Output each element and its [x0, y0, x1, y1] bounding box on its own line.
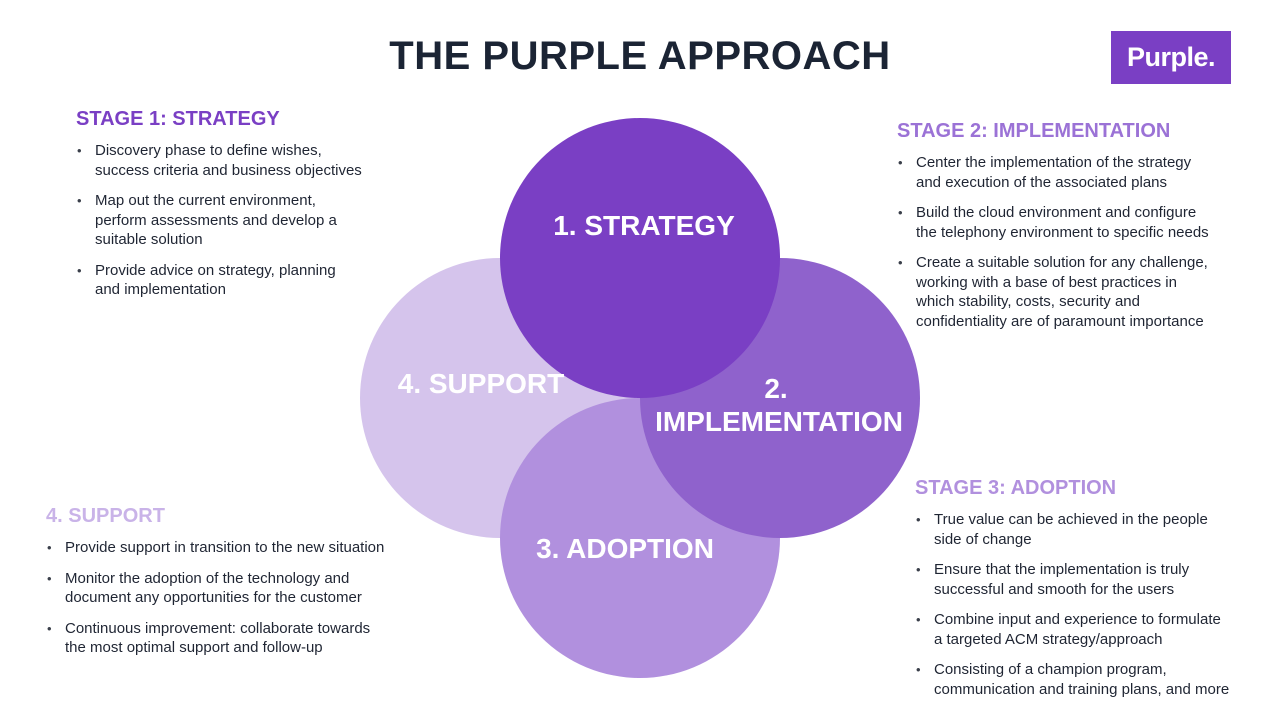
stage-bullets: Provide support in transition to the new…	[46, 538, 426, 658]
bullet-item: Map out the current environment, perform …	[76, 191, 406, 250]
stage-heading: STAGE 2: IMPLEMENTATION	[897, 120, 1171, 142]
bullet-item: Ensure that the implementation is truly s…	[915, 560, 1265, 599]
stage-heading: STAGE 3: ADOPTION	[915, 477, 1117, 499]
page-title: THE PURPLE APPROACH	[389, 34, 891, 78]
strategy-circle-label: 1. STRATEGY	[553, 210, 735, 241]
bullet-line: Build the cloud environment and configur…	[916, 204, 1197, 221]
stage-2-implementation-panel: STAGE 2: IMPLEMENTATION Center the imple…	[897, 120, 1257, 342]
bullet-item: Create a suitable solution for any chall…	[897, 253, 1257, 331]
stage-bullets: Discovery phase to define wishes, success…	[76, 141, 406, 300]
bullet-item: Monitor the adoption of the technology a…	[46, 569, 426, 608]
bullet-item: Build the cloud environment and configur…	[897, 203, 1257, 242]
bullet-line: the telephony environment to specific ne…	[916, 223, 1209, 241]
bullet-item: Consisting of a champion program, communi…	[915, 660, 1265, 699]
stage-3-adoption-panel: STAGE 3: ADOPTION True value can be achi…	[915, 477, 1265, 710]
stage-4-support-panel: 4. SUPPORT Provide support in transition…	[46, 505, 426, 669]
implementation-circle-label-line2: IMPLEMENTATION	[655, 406, 903, 437]
adoption-circle-label: 3. ADOPTION	[536, 533, 714, 564]
stage-heading: 4. SUPPORT	[46, 505, 165, 527]
bullet-line: Provide advice on strategy, planning	[95, 261, 336, 279]
support-circle-label: 4. SUPPORT	[398, 368, 564, 399]
bullet-line: suitable solution	[95, 231, 203, 248]
stage-1-strategy-panel: STAGE 1: STRATEGY Discovery phase to def…	[76, 108, 406, 311]
bullet-line: Discovery phase to define wishes,	[95, 142, 322, 159]
bullet-line: perform assessments and develop a	[95, 211, 337, 229]
implementation-circle-label-line1: 2.	[764, 373, 787, 404]
bullet-line: True value can be achieved in the people	[934, 511, 1208, 528]
bullet-line: which stability, costs, security and	[916, 293, 1140, 310]
bullet-line: the most optimal support and follow-up	[65, 639, 323, 656]
bullet-line: document any opportunities for the custo…	[65, 589, 362, 606]
bullet-line: side of change	[934, 530, 1032, 548]
bullet-line: success criteria and business objectives	[95, 161, 362, 179]
bullet-line: a targeted ACM strategy/approach	[934, 630, 1163, 648]
bullet-line: successful and smooth for the users	[934, 580, 1175, 598]
bullet-item: Combine input and experience to formulat…	[915, 610, 1265, 649]
bullet-item: True value can be achieved in the people…	[915, 510, 1265, 549]
bullet-line: Create a suitable solution for any chall…	[916, 254, 1208, 271]
bullet-line: Provide support in transition to the new…	[65, 539, 385, 556]
bullet-line: Ensure that the implementation is truly	[934, 561, 1190, 578]
bullet-line: Map out the current environment,	[95, 192, 316, 209]
bullet-item: Center the implementation of the strateg…	[897, 153, 1257, 192]
bullet-item: Provide advice on strategy, planning and …	[76, 261, 406, 300]
bullet-line: and execution of the associated plans	[916, 173, 1168, 191]
bullet-item: Provide support in transition to the new…	[46, 538, 426, 558]
bullet-line: Combine input and experience to formulat…	[934, 611, 1221, 628]
purple-logo: Purple.	[1111, 31, 1231, 84]
bullet-item: Continuous improvement: collaborate towa…	[46, 619, 426, 658]
bullet-line: Monitor the adoption of the technology a…	[65, 569, 350, 587]
bullet-line: and implementation	[95, 281, 226, 298]
stage-bullets: Center the implementation of the strateg…	[897, 153, 1257, 331]
bullet-item: Discovery phase to define wishes, success…	[76, 141, 406, 180]
stage-heading: STAGE 1: STRATEGY	[76, 108, 280, 130]
bullet-line: communication and training plans, and mo…	[934, 680, 1230, 698]
bullet-line: Continuous improvement: collaborate towa…	[65, 619, 371, 637]
stage-bullets: True value can be achieved in the people…	[915, 510, 1265, 699]
bullet-line: Center the implementation of the strateg…	[916, 154, 1192, 171]
bullet-line: Consisting of a champion program,	[934, 661, 1167, 678]
bullet-line: confidentiality are of paramount importa…	[916, 312, 1204, 330]
bullet-line: working with a base of best practices in	[916, 273, 1177, 291]
strategy-circle	[500, 118, 780, 398]
